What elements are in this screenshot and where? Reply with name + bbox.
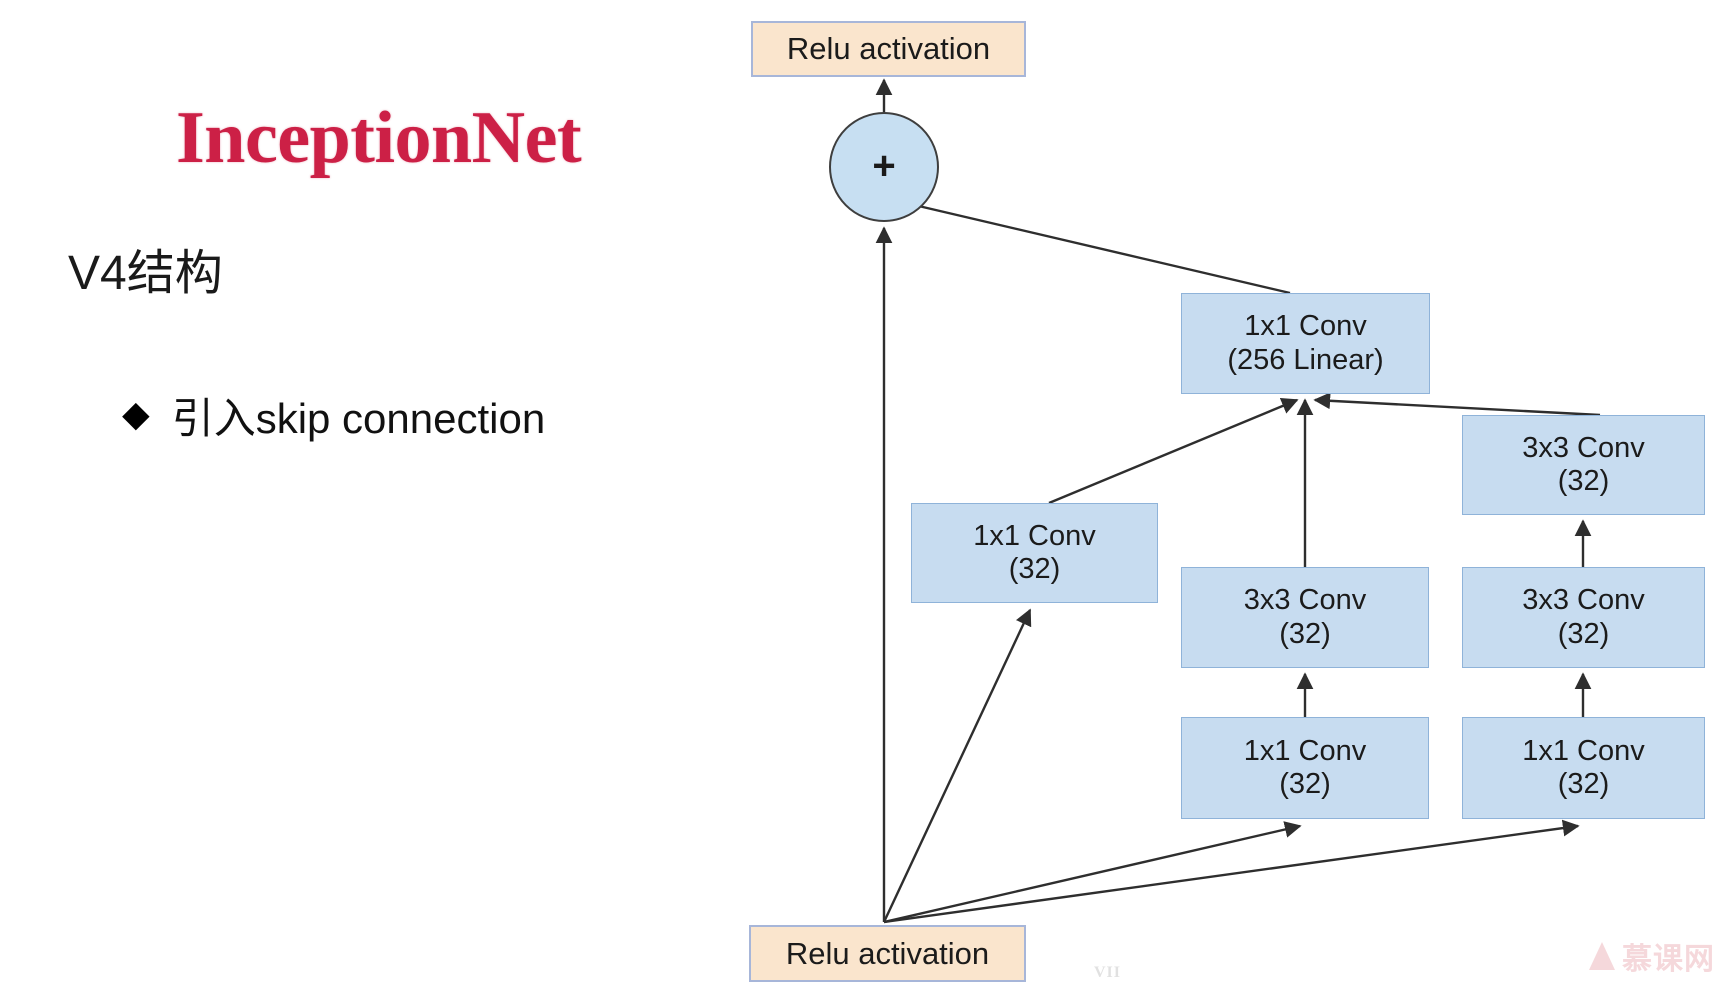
edge-conv256-to-sum [891, 195, 1291, 295]
plus-icon: + [872, 144, 896, 189]
node-conv-3x3-32-branch3-upper[interactable]: 3x3 Conv (32) [1462, 415, 1705, 515]
node-conv-1x1-32-branch1[interactable]: 1x1 Conv (32) [911, 503, 1158, 603]
diamond-bullet-icon: ◆ [122, 392, 150, 434]
page-title: InceptionNet [176, 97, 582, 179]
node-conv-3x3-32-branch2[interactable]: 3x3 Conv (32) [1181, 567, 1429, 668]
node-label-line2: (32) [1557, 617, 1610, 650]
node-label-line1: 1x1 Conv [973, 519, 1096, 552]
node-label-line1: 1x1 Conv [1522, 734, 1645, 767]
node-label-line2: (32) [1008, 553, 1061, 585]
node-conv-1x1-32-branch2[interactable]: 1x1 Conv (32) [1181, 717, 1429, 819]
node-sum-operator[interactable]: + [829, 112, 939, 222]
edge-relu-bottom-to-conv1x1mid [883, 821, 1302, 924]
node-label-line1: 1x1 Conv [1243, 734, 1367, 767]
node-relu-activation-bottom[interactable]: Relu activation [749, 925, 1026, 982]
node-label-line2: (32) [1279, 617, 1331, 650]
node-label-line2: (256 Linear) [1227, 343, 1384, 376]
node-conv-3x3-32-branch3-lower[interactable]: 3x3 Conv (32) [1462, 567, 1705, 668]
node-label-line1: 3x3 Conv [1522, 584, 1645, 617]
node-relu-activation-top[interactable]: Relu activation [751, 21, 1026, 77]
node-label-line2: (32) [1279, 768, 1331, 800]
edge-conv3x3rtop-to-conv256 [1313, 392, 1601, 417]
bullet-item-label: 引入skip connection [171, 395, 546, 442]
edge-relu-bottom-to-conv1x1r [883, 819, 1580, 924]
node-label-line2: (32) [1557, 768, 1610, 800]
edge-relu-bottom-to-conv1x1left [882, 608, 1032, 923]
edge-conv1x1left-to-conv256 [1048, 398, 1299, 505]
node-label-line1: 1x1 Conv [1244, 310, 1367, 343]
bullet-item: ◆ 引入skip connection [122, 385, 545, 446]
node-label-line1: 3x3 Conv [1522, 431, 1645, 464]
node-conv-1x1-32-branch3[interactable]: 1x1 Conv (32) [1462, 717, 1705, 819]
node-label-line1: Relu activation [785, 935, 990, 971]
node-label-line1: Relu activation [786, 31, 991, 67]
slide-subtitle: V4结构 [68, 247, 223, 300]
node-label-line2: (32) [1557, 465, 1610, 497]
node-label-line1: 3x3 Conv [1243, 584, 1367, 617]
node-conv-1x1-256-linear[interactable]: 1x1 Conv (256 Linear) [1181, 293, 1430, 394]
